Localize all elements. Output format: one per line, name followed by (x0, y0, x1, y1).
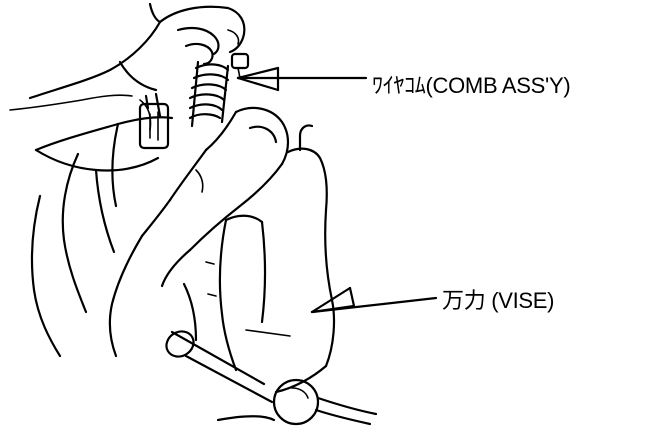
upper-hand-drawing (9, 2, 246, 131)
left-arm-sleeve-drawing (30, 92, 174, 358)
comb-assy-label: ﾜｲﾔｺﾑ(COMB ASS'Y) (372, 73, 571, 98)
comb-assy-leader (236, 66, 368, 92)
vise-label: 万力 (VISE) (442, 288, 555, 313)
lower-hand-drawing (140, 106, 290, 288)
vise-handle-drawing (165, 330, 378, 426)
spring-coil-drawing (188, 52, 250, 128)
vise-leader (310, 286, 438, 314)
